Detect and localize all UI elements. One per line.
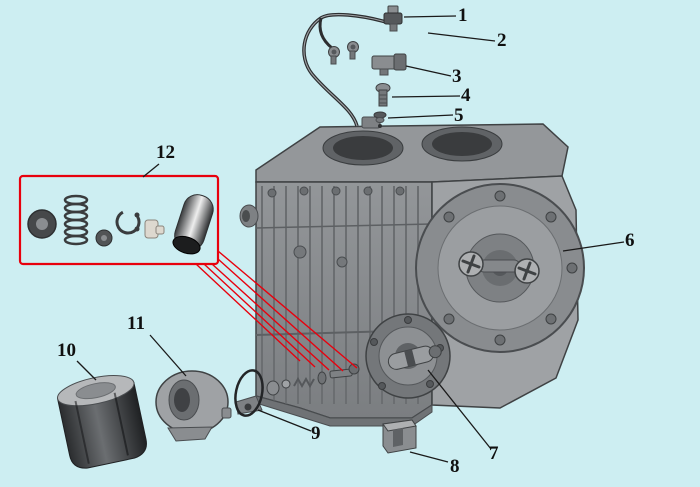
callout-label-12: 12 xyxy=(156,142,175,163)
callout-label-1: 1 xyxy=(458,5,468,26)
kit-leader-lines xyxy=(195,250,358,372)
callout-label-11: 11 xyxy=(127,313,145,334)
callout-leader-lines xyxy=(76,15,625,463)
callout-label-2: 2 xyxy=(497,30,507,51)
oil-filter-part xyxy=(57,375,147,469)
callout-label-7: 7 xyxy=(489,443,499,464)
engine-block-part xyxy=(235,116,585,427)
fuel-pipe-part xyxy=(302,12,394,127)
plunger-part xyxy=(387,345,442,370)
pump-small-parts xyxy=(266,363,360,396)
callout-label-10: 10 xyxy=(57,340,76,361)
kit-box-highlight xyxy=(18,174,220,266)
bracket-part xyxy=(382,419,417,454)
callout-label-8: 8 xyxy=(450,456,460,477)
callout-label-3: 3 xyxy=(452,66,462,87)
callout-label-9: 9 xyxy=(311,423,321,444)
o-ring-part xyxy=(234,369,264,417)
banjo-fitting-part xyxy=(371,53,407,76)
fuel-valve-part xyxy=(383,5,403,32)
filter-adapter-part xyxy=(155,370,232,442)
washer-fitting-part xyxy=(373,111,387,128)
bolt-part xyxy=(375,83,391,107)
callout-label-5: 5 xyxy=(454,105,464,126)
callout-label-4: 4 xyxy=(461,85,471,106)
kit-contents xyxy=(27,194,214,255)
callout-label-6: 6 xyxy=(625,230,635,251)
